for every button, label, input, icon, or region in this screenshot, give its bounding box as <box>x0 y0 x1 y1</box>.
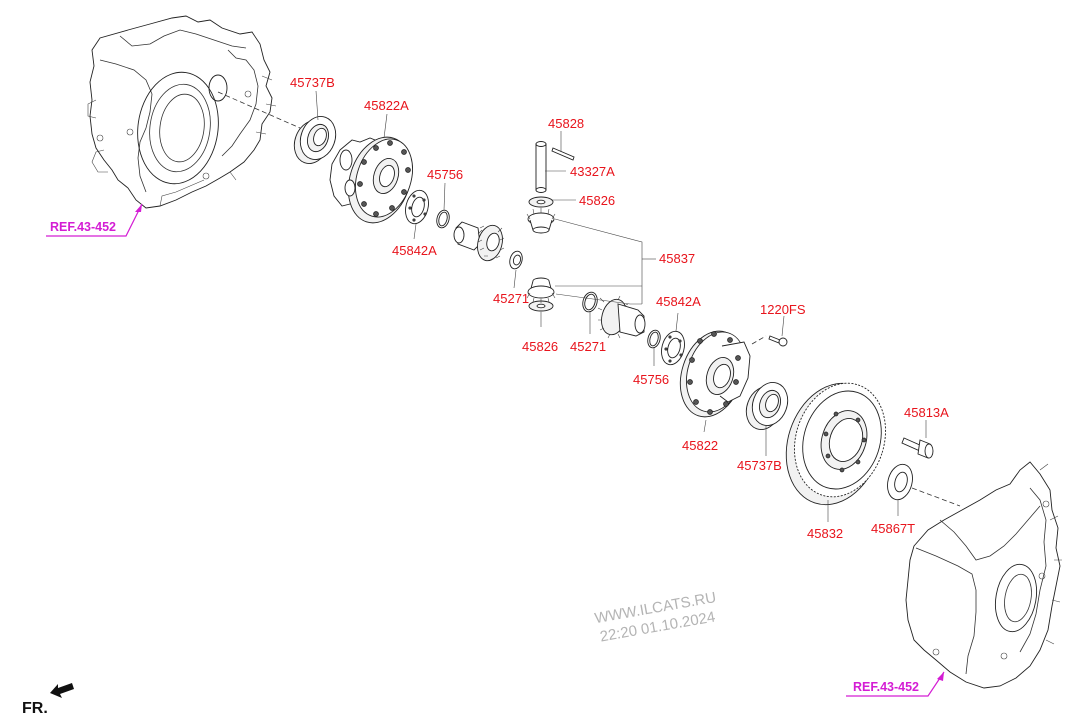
bearing-45737b-top[interactable] <box>289 112 342 169</box>
part-label-45826-bottom[interactable]: 45826 <box>522 339 558 354</box>
bolt-1220fs[interactable] <box>768 335 788 347</box>
ring-gear-45832[interactable] <box>771 371 900 517</box>
axis-line-housing-to-bearing <box>217 91 301 129</box>
pinion-gear-top <box>526 208 556 234</box>
part-label-45737b-top[interactable]: 45737B <box>290 75 335 90</box>
ref-link-top-label: REF.43-452 <box>50 220 116 234</box>
pinion-gear-bottom <box>526 277 556 303</box>
differential-case-45822a[interactable] <box>329 129 422 231</box>
lock-pin-45828[interactable] <box>551 147 575 161</box>
side-gear-right <box>597 295 646 339</box>
axis-line-shim-to-housing <box>911 487 961 507</box>
part-label-45737b-bottom[interactable]: 45737B <box>737 458 782 473</box>
part-label-45756-top[interactable]: 45756 <box>427 167 463 182</box>
part-label-45842a-right[interactable]: 45842A <box>656 294 701 309</box>
thrust-washer-45842a-right[interactable] <box>658 329 688 368</box>
leader-lines <box>315 90 927 522</box>
ref-link-bottom-label: REF.43-452 <box>853 680 919 694</box>
bearing-45737b-bottom[interactable] <box>741 378 794 435</box>
part-label-45828[interactable]: 45828 <box>548 116 584 131</box>
part-label-45837[interactable]: 45837 <box>659 251 695 266</box>
shim-45867t[interactable] <box>884 462 916 503</box>
pinion-washer-45826-top[interactable] <box>528 196 554 208</box>
part-label-45271-middle[interactable]: 45271 <box>570 339 606 354</box>
ref-link-bottom[interactable]: REF.43-452 <box>846 671 945 697</box>
front-direction-indicator: FR. <box>22 683 74 717</box>
transaxle-housing-left <box>87 15 277 209</box>
part-label-45813a[interactable]: 45813A <box>904 405 949 420</box>
snap-ring-45756-top[interactable] <box>435 209 451 229</box>
transaxle-housing-right <box>905 461 1062 689</box>
bolt-45813a[interactable] <box>901 437 934 459</box>
part-label-1220fs[interactable]: 1220FS <box>760 302 806 317</box>
snap-ring-45756-bottom[interactable] <box>646 329 662 349</box>
axis-line-bolt <box>751 335 767 345</box>
part-label-45842a-left[interactable]: 45842A <box>392 243 437 258</box>
part-label-45822a[interactable]: 45822A <box>364 98 409 113</box>
part-label-45271-left[interactable]: 45271 <box>493 291 529 306</box>
pinion-shaft-43327a[interactable] <box>535 141 547 193</box>
part-label-45867t[interactable]: 45867T <box>871 521 915 536</box>
part-label-43327a[interactable]: 43327A <box>570 164 615 179</box>
differential-case-45822[interactable] <box>670 323 755 425</box>
part-label-45832[interactable]: 45832 <box>807 526 843 541</box>
side-washer-45271-middle[interactable] <box>581 291 600 314</box>
watermark: WWW.ILCATS.RU 22:20 01.10.2024 <box>593 589 717 645</box>
thrust-washer-45842a-left[interactable] <box>402 188 432 227</box>
side-washer-45271-left[interactable] <box>508 250 524 270</box>
side-gear-left <box>453 221 505 262</box>
front-direction-label: FR. <box>22 700 48 717</box>
part-label-45826-top[interactable]: 45826 <box>579 193 615 208</box>
part-label-45822[interactable]: 45822 <box>682 438 718 453</box>
front-arrow-icon <box>50 683 74 698</box>
part-label-45756-bottom[interactable]: 45756 <box>633 372 669 387</box>
ref-link-top[interactable]: REF.43-452 <box>46 203 143 237</box>
